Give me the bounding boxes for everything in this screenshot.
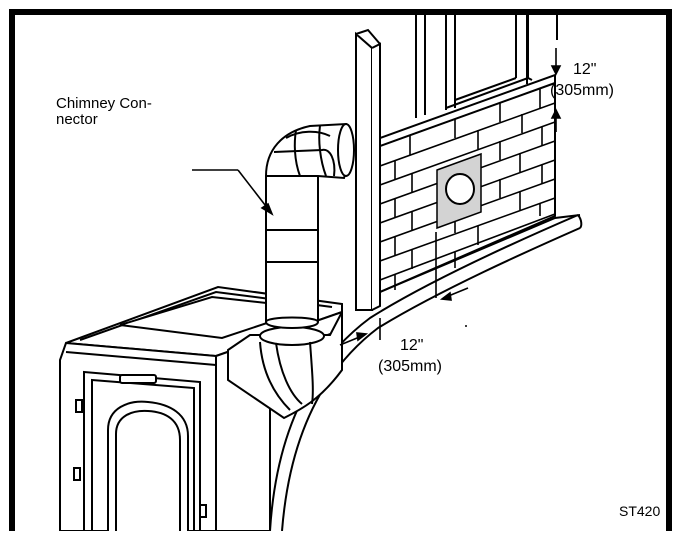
chimney-connector-label-line2: nector xyxy=(56,111,98,128)
figure-id: ST420 xyxy=(619,503,660,519)
vertical-stud xyxy=(355,28,381,311)
top-clearance-value: 12" xyxy=(573,61,596,78)
thimble-opening xyxy=(445,173,475,205)
chimney-connector-label-line1: Chimney Con- xyxy=(56,95,152,112)
side-clearance-metric: (305mm) xyxy=(378,358,442,375)
wall-base xyxy=(379,214,581,293)
dimension-dot xyxy=(465,325,467,327)
brick-courses xyxy=(379,89,556,290)
diagram-frame xyxy=(9,9,672,531)
top-clearance-metric: (305mm) xyxy=(550,82,614,99)
flue-adapter xyxy=(227,311,343,420)
chimney-connector-leader xyxy=(192,169,274,216)
stove xyxy=(59,285,343,532)
side-clearance-value: 12" xyxy=(400,337,423,354)
side-clearance-dimension xyxy=(339,232,469,346)
top-clearance-dimension xyxy=(550,48,562,132)
chimney-connector-pipe xyxy=(264,122,355,329)
wall-framing xyxy=(415,12,558,118)
hearth-outline xyxy=(269,214,583,532)
